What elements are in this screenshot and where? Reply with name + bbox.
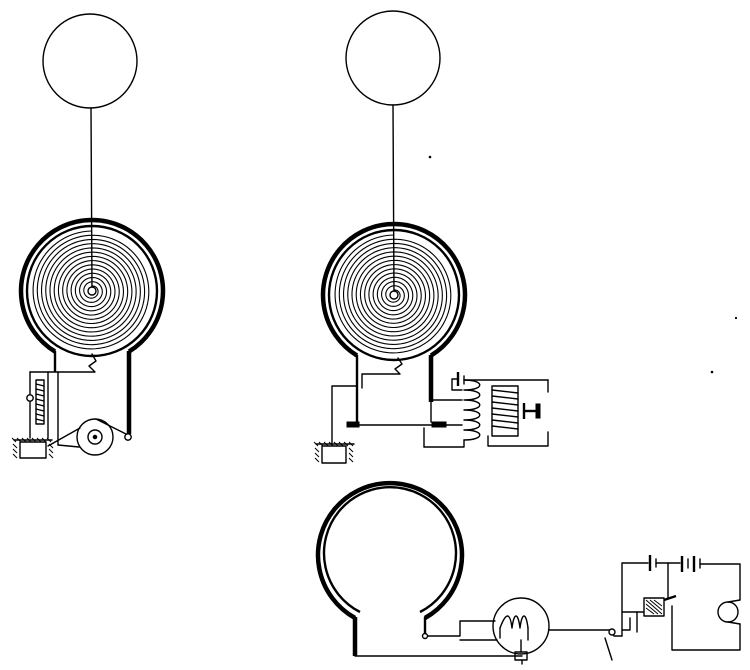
lead-wire xyxy=(90,107,93,292)
loop-inner xyxy=(322,486,458,614)
inner-lead xyxy=(361,357,403,389)
coil-spiral xyxy=(32,230,150,350)
lead-wire xyxy=(392,104,395,296)
print-specks xyxy=(428,155,738,374)
transformer xyxy=(423,372,549,448)
wheel xyxy=(47,418,132,456)
spark-knob xyxy=(26,394,34,402)
vacuum-tube xyxy=(492,597,550,661)
terminal-sphere xyxy=(42,13,138,109)
primary-winding xyxy=(463,379,481,441)
inner-lead xyxy=(29,353,97,373)
terminal-knob xyxy=(124,433,132,441)
filament xyxy=(499,615,529,629)
telephone-receiver-icon xyxy=(522,403,541,419)
coil-center xyxy=(389,290,399,300)
coil-spiral xyxy=(334,234,452,354)
coil-center xyxy=(87,286,97,296)
ground-plate xyxy=(313,441,355,464)
ground-plate xyxy=(11,437,54,459)
lamp xyxy=(717,601,739,623)
relay xyxy=(621,594,677,633)
terminal-sphere xyxy=(345,10,441,106)
figure-right-top xyxy=(313,10,549,464)
grid-lead xyxy=(427,620,496,637)
coil-inner-ring xyxy=(25,224,159,358)
ground-lead xyxy=(331,385,358,445)
coil-outer-ring xyxy=(18,217,166,354)
loop-outer xyxy=(315,480,465,620)
figure-right-bottom xyxy=(315,480,741,665)
spark-gap xyxy=(346,401,463,448)
coil-outer-ring xyxy=(320,221,468,358)
relay-circuit xyxy=(621,555,741,651)
condenser-column xyxy=(26,371,49,439)
coil-inner-ring xyxy=(327,228,461,362)
secondary-winding xyxy=(491,389,519,430)
figure-left xyxy=(11,13,166,459)
